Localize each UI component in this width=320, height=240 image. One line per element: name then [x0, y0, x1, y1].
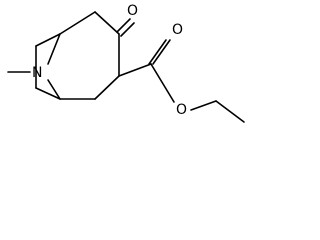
c4-c5-bond: [94, 75, 120, 100]
oxygen-ethyl-bond: [190, 100, 217, 111]
ketone-double-bond-a: [116, 18, 131, 33]
ethyl-bond: [215, 100, 245, 123]
c6-c8-bond: [35, 87, 61, 100]
nitrogen-atom-label: N: [32, 65, 42, 81]
ester-carbonyl-double-bond-a: [148, 39, 167, 65]
c1-n-bond: [47, 33, 61, 65]
c1-c7-bond: [35, 33, 61, 47]
ester-carbonyl-double-bond-b: [152, 39, 171, 65]
ketone-oxygen-atom-label: O: [127, 3, 138, 19]
c6-n-bond: [47, 79, 61, 100]
ketone-double-bond-b: [120, 22, 135, 37]
chemical-structure-diagram: N O O O: [7, 3, 245, 123]
c2-c3-bond: [94, 11, 120, 35]
ester-ether-oxygen-atom-label: O: [176, 102, 187, 118]
ester-carbon-oxygen-bond: [150, 63, 175, 103]
ester-carbonyl-oxygen-atom-label: O: [172, 22, 183, 38]
c1-c2-bond: [59, 11, 96, 35]
c4-ester-carbon-bond: [118, 63, 152, 77]
